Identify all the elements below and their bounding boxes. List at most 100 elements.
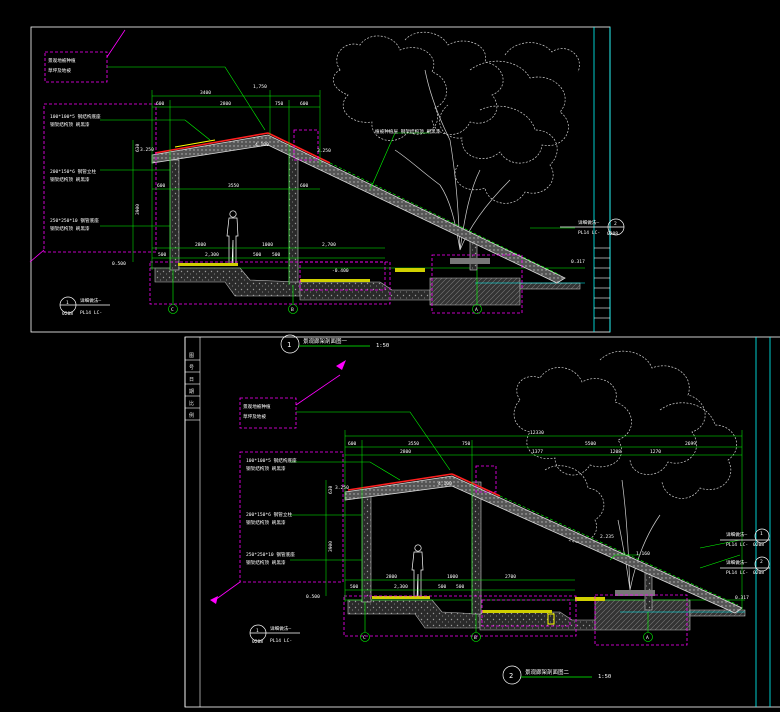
s1-dim-mid-2: 3550 <box>228 183 239 189</box>
s2-dim-top-4: 5500 <box>585 441 596 447</box>
s2-detail-right-a-sheet: 0208 <box>753 542 764 548</box>
s2-dim-mid-2: 1377 <box>532 449 543 455</box>
s2-axis-b: B <box>474 635 477 641</box>
s2-dim-top-3: 750 <box>462 441 471 447</box>
arrow-icon-top <box>336 360 346 370</box>
sheet-2-text: 景观地被种植 草坪及地被 100*100*5 钢结构底座 钢架结构顶 刷黑漆 2… <box>243 403 764 645</box>
s2-detail-right-b-caption: 详细做法— <box>726 559 747 566</box>
s2-detail-right-a-sub: PL14 LC- <box>726 542 748 548</box>
s1-detail-right-sheet: 0208 <box>607 231 618 237</box>
yellow-detail-marks <box>178 258 490 282</box>
s2-callout-left-1: 100*100*5 钢结构底座 <box>246 457 297 464</box>
dimension-lines <box>132 90 385 285</box>
title-symbol-2 <box>502 665 592 685</box>
s2-dim-mid-4: 1270 <box>650 449 661 455</box>
axis-circle-c <box>168 270 178 314</box>
s2-callout-left-4: 钢架结构顶 刷黑漆 <box>246 519 286 526</box>
s1-callout-left-1: 100*100*5 钢结构底座 <box>50 113 101 120</box>
s2-dim-top-2: 3550 <box>408 441 419 447</box>
s1-detail-right-caption: 详细做法— <box>578 219 599 226</box>
s1-dim-bottom2-4: 500 <box>272 252 281 258</box>
s2-callout-left-6: 钢架结构顶 刷黑漆 <box>246 559 286 566</box>
tb-cell-1: 图 <box>189 353 194 359</box>
s1-detail-left-sub: PL14 LC- <box>80 310 102 316</box>
s2-level-2: 4.100 <box>438 481 452 487</box>
axis-circle-a <box>472 270 482 314</box>
sheet-1-titleblock-strip <box>594 247 610 319</box>
s1-dim-bottom-1: 2800 <box>195 242 206 248</box>
tree-icon-2 <box>513 350 737 591</box>
s1-callout-top-2: 草坪及地被 <box>48 67 71 74</box>
sheet-2-title: 2 景观廊架剖面图二 1:50 <box>509 668 611 680</box>
s1-detail-left-num: 1 <box>66 300 69 306</box>
callout-frames-2 <box>239 397 688 646</box>
s1-axis-c: C <box>171 307 174 313</box>
s1-level-2: 4.100 <box>255 142 269 148</box>
s1-callout-left-4: 钢架结构顶 刷黑漆 <box>50 176 90 183</box>
s2-detail-right-a-caption: 详细做法— <box>726 531 747 538</box>
s1-dim-bottom2-1: 500 <box>158 252 167 258</box>
sheet-2 <box>184 336 780 708</box>
s1-dim-vertical-1: 3900 <box>135 204 141 215</box>
detail-symbol-right-a <box>720 528 770 544</box>
column-b-2 <box>471 481 482 615</box>
s2-detail-left-caption: 详细做法— <box>270 625 291 632</box>
s2-detail-right-b-sub: PL14 LC- <box>726 570 748 576</box>
detail-symbol-left-2 <box>249 624 300 642</box>
s1-callout-top-1: 景观地被种植 <box>48 57 76 64</box>
s2-detail-left-num: 1 <box>256 628 259 634</box>
foundation <box>150 267 581 306</box>
detail-symbol-right-b <box>720 556 770 572</box>
s2-level-1: 3.250 <box>335 485 349 491</box>
s2-dim-vertical-2: 630 <box>328 485 334 494</box>
s2-dim-top-5: 2699 <box>685 441 696 447</box>
s1-dim-bottom2-2: 2,300 <box>205 252 219 258</box>
tree-icon <box>333 32 580 251</box>
s2-callout-left-2: 钢架结构顶 刷黑漆 <box>246 465 286 472</box>
s2-title-text: 景观廊架剖面图二 <box>525 668 570 676</box>
s2-title-num: 2 <box>509 672 513 680</box>
person-icon <box>226 210 239 266</box>
s1-level-3: 3.250 <box>317 148 331 154</box>
s2-dim-bottom-2: 1000 <box>447 574 458 580</box>
axis-circle-b-2 <box>471 614 481 642</box>
s2-dim-bottom2-3: 500 <box>438 584 447 590</box>
s2-title-scale: 1:50 <box>598 674 611 680</box>
titleblock-cells-text: 图 号 日 期 比 例 <box>189 353 194 419</box>
s1-dim-mid-3: 600 <box>300 183 309 189</box>
axis-circle-b <box>288 285 298 314</box>
s2-dim-bottom2-4: 500 <box>456 584 465 590</box>
s2-dim-overall: 12330 <box>530 430 544 436</box>
tb-cell-2: 号 <box>189 365 194 371</box>
person-icon-2 <box>411 544 424 599</box>
s2-axis-c: C <box>363 635 366 641</box>
s1-callout-left-5: 250*250*10 钢管底座 <box>50 217 99 224</box>
s1-dim-top-6: 600 <box>300 101 309 107</box>
s1-dim-top-3: 600 <box>156 101 165 107</box>
sheet-1 <box>29 26 625 354</box>
sheet-1-text: 景观地被种植 草坪及地被 100*100*5 钢结构底座 钢架结构顶 刷黑漆 2… <box>48 57 618 317</box>
s1-detail-left-sheet: 0208 <box>62 311 73 317</box>
s2-detail-left-sheet: 0208 <box>252 639 263 645</box>
s1-title-scale: 1:50 <box>376 343 389 349</box>
s1-dim-bottom-3: 2,700 <box>322 242 336 248</box>
s2-axis-a: A <box>646 635 649 641</box>
s2-dim-mid-3: 1208 <box>610 449 621 455</box>
detail-symbol-left <box>59 296 110 314</box>
s2-dim-top-1: 600 <box>348 441 357 447</box>
s2-detail-right-b-num: 2 <box>760 559 763 565</box>
yellow-detail-marks-2 <box>372 590 655 625</box>
sheet-2-titleblock-left <box>185 359 200 421</box>
s2-level-6: 0.500 <box>306 594 320 600</box>
s2-dim-bottom-3: 2700 <box>505 574 516 580</box>
axis-circle-c-2 <box>360 602 370 642</box>
s2-dim-bottom2-2: 2,300 <box>394 584 408 590</box>
arrow-icon-left <box>210 596 218 604</box>
s2-detail-right-b-sheet: 0208 <box>753 570 764 576</box>
s1-dim-top-4: 2800 <box>220 101 231 107</box>
sheet-1-title: 1 景观廊架剖面图一 1:50 <box>287 337 389 349</box>
s2-callout-left-5: 250*250*10 钢管底座 <box>246 551 295 558</box>
s2-dim-bottom2-1: 500 <box>350 584 359 590</box>
s1-level-1: 3.250 <box>140 147 154 153</box>
tb-cell-3: 日 <box>189 377 194 383</box>
